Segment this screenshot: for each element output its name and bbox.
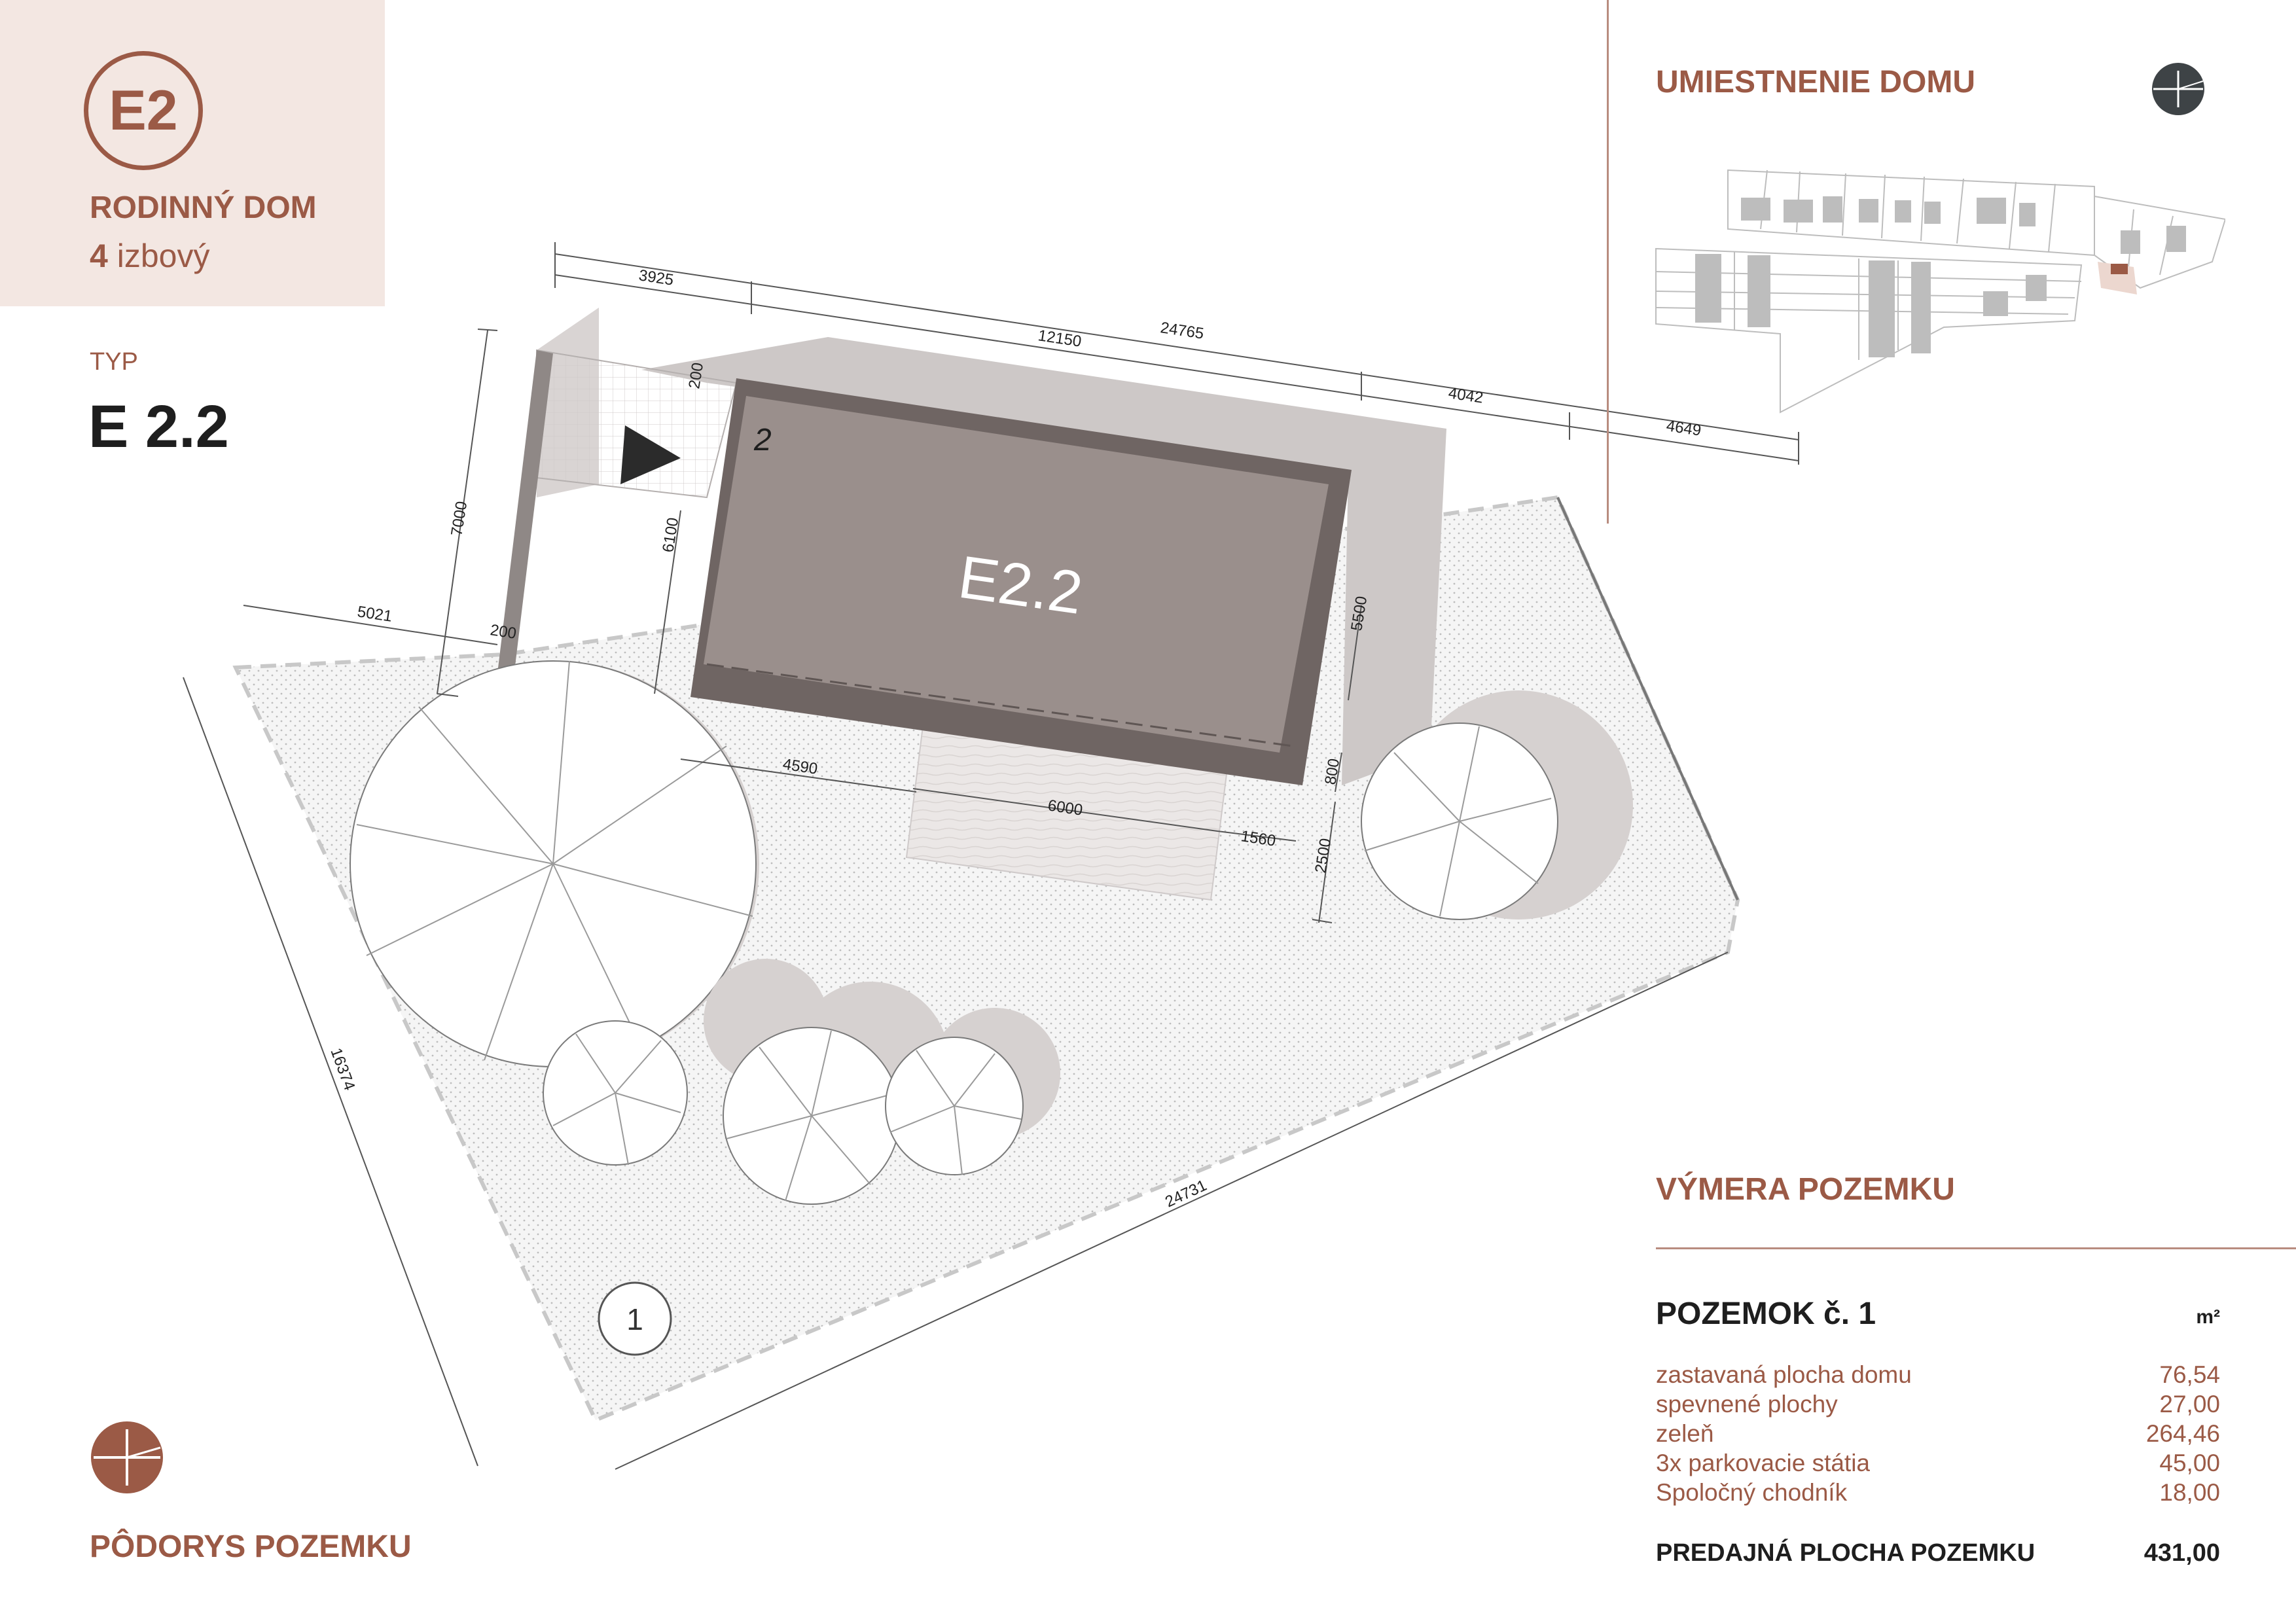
site-plan: E2.2 2 1 [183,242,1799,1470]
house-shadow [641,337,1446,785]
area-unit: m² [2196,1306,2220,1328]
badge-code: E2 [109,79,178,142]
plot-number: 1 [626,1302,643,1336]
header-panel [0,0,385,306]
dim-200-top: 200 [685,361,707,390]
plot-name: POZEMOK č. 1 [1656,1296,1876,1331]
area-row: zastavaná plocha domu 76,54 [1656,1361,2220,1391]
area-row-value: 18,00 [2159,1479,2220,1506]
typ-value: E 2.2 [88,393,229,460]
dim-200-left: 200 [489,621,518,643]
location-title: UMIESTNENIE DOMU [1656,65,1976,99]
dim-16374: 16374 [327,1046,358,1093]
area-row: spevnené plochy 27,00 [1656,1391,2220,1421]
area-row: Spoločný chodník 18,00 [1656,1479,2220,1509]
area-row-value: 27,00 [2159,1391,2220,1418]
area-row-value: 45,00 [2159,1450,2220,1476]
typ-label: TYP [90,348,138,376]
plan-title: PÔDORYS POZEMKU [90,1529,412,1564]
highlighted-house [2111,264,2128,274]
area-row-label: 3x parkovacie státia [1656,1450,1871,1476]
area-row-label: Spoločný chodník [1656,1479,1848,1506]
dim-6100: 6100 [659,516,682,554]
parking-strip [494,350,553,704]
type-badge: E2 [84,51,203,170]
tree-small-3 [885,1008,1060,1175]
entrance-arrow-icon [620,425,681,484]
area-row: zeleň 264,46 [1656,1420,2220,1450]
dim-12150: 12150 [1037,327,1083,351]
location-minimap [1655,169,2225,414]
entrance-number: 2 [753,423,772,457]
rooms-number: 4 [90,238,108,274]
divider-line [1607,0,1609,524]
rooms-label: 4 izbový [90,237,209,275]
dimension-lines [183,242,1799,1470]
tree-large [350,660,759,1067]
plot-number-circle [598,1281,672,1356]
house-type-label: RODINNÝ DOM [90,190,317,225]
house-roof [704,396,1329,753]
compass-icon [2152,63,2204,115]
area-row-label: spevnené plochy [1656,1391,1838,1418]
area-rule [1656,1247,2296,1249]
area-row-label: zeleň [1656,1420,1714,1447]
dim-24765: 24765 [1159,319,1205,343]
dim-7000: 7000 [448,500,471,537]
rooms-word: izbový [117,238,210,274]
dim-5021: 5021 [356,603,393,626]
area-row-value: 264,46 [2145,1420,2220,1447]
plot-right-edge [1556,497,1739,901]
dim-800: 800 [1321,757,1343,786]
dim-3925: 3925 [637,266,675,289]
area-row: 3x parkovacie státia 45,00 [1656,1450,2220,1480]
dim-4649: 4649 [1665,417,1702,440]
area-title: VÝMERA POZEMKU [1656,1172,1955,1207]
compass-icon [91,1421,163,1493]
dim-4042: 4042 [1447,384,1484,407]
total-label: PREDAJNÁ PLOCHA POZEMKU [1656,1539,2036,1567]
tree-right [1361,690,1633,920]
area-row-label: zastavaná plocha domu [1656,1361,1912,1388]
total-value: 431,00 [2144,1539,2220,1567]
area-row-value: 76,54 [2159,1361,2220,1388]
